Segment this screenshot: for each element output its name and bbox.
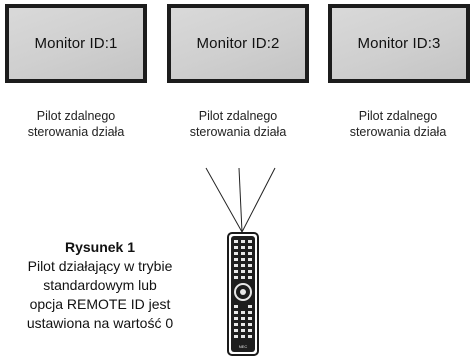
monitor-1: Monitor ID:1 <box>5 4 147 83</box>
figure-title: Rysunek 1 <box>64 239 136 255</box>
remote-brand-label: NEC <box>239 344 248 349</box>
figure-line-2: standardowym lub <box>43 277 157 293</box>
caption-3-line1: Pilot zdalnego <box>358 109 438 123</box>
monitor-2-label: Monitor ID:2 <box>196 35 280 52</box>
signal-ray-right <box>241 167 276 233</box>
caption-1-line2: sterowania działa <box>27 125 125 139</box>
caption-3-line2: sterowania działa <box>349 125 447 139</box>
monitor-3-screen: Monitor ID:3 <box>332 8 466 79</box>
caption-2-line2: sterowania działa <box>189 125 287 139</box>
remote-control-icon: NEC <box>227 232 259 356</box>
figure-description: Rysunek 1 Pilot działający w trybie stan… <box>0 238 200 333</box>
caption-1-line1: Pilot zdalnego <box>36 109 116 123</box>
figure-line-4: ustawiona na wartość 0 <box>26 315 174 331</box>
signal-ray-center <box>238 167 243 233</box>
caption-2-line1: Pilot zdalnego <box>198 109 278 123</box>
figure-line-3: opcja REMOTE ID jest <box>29 296 171 312</box>
monitor-2-screen: Monitor ID:2 <box>171 8 305 79</box>
monitor-2: Monitor ID:2 <box>167 4 309 83</box>
caption-2: Pilot zdalnego sterowania działa <box>158 108 318 140</box>
monitor-3-label: Monitor ID:3 <box>357 35 441 52</box>
caption-1: Pilot zdalnego sterowania działa <box>0 108 156 140</box>
signal-ray-left <box>205 167 243 233</box>
figure-line-1: Pilot działający w trybie <box>27 258 173 274</box>
monitor-1-screen: Monitor ID:1 <box>9 8 143 79</box>
monitor-3: Monitor ID:3 <box>328 4 470 83</box>
monitor-1-label: Monitor ID:1 <box>34 35 118 52</box>
caption-3: Pilot zdalnego sterowania działa <box>318 108 476 140</box>
